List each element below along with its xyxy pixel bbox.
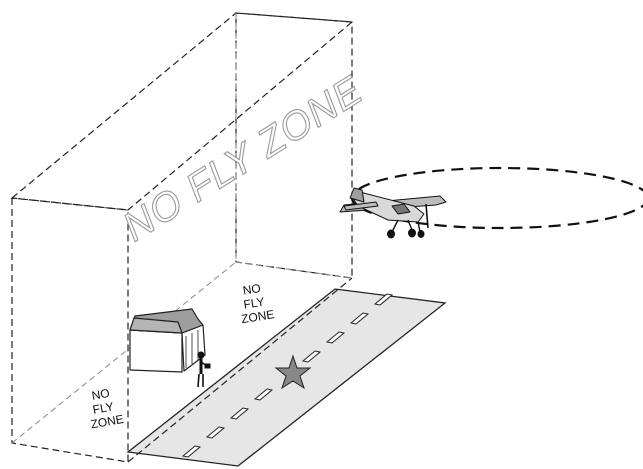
ground-no-fly-zone-label-upper: NO FLY ZONE <box>236 280 276 327</box>
pilot-person-icon <box>198 352 210 387</box>
airplane-icon <box>340 188 446 238</box>
barn-icon <box>130 309 205 372</box>
barn-front-wall <box>130 330 182 372</box>
ground-no-fly-zone-label-lower: NO FLY ZONE <box>85 384 125 431</box>
wall-no-fly-zone-label: NO FLY ZONE <box>116 68 371 250</box>
